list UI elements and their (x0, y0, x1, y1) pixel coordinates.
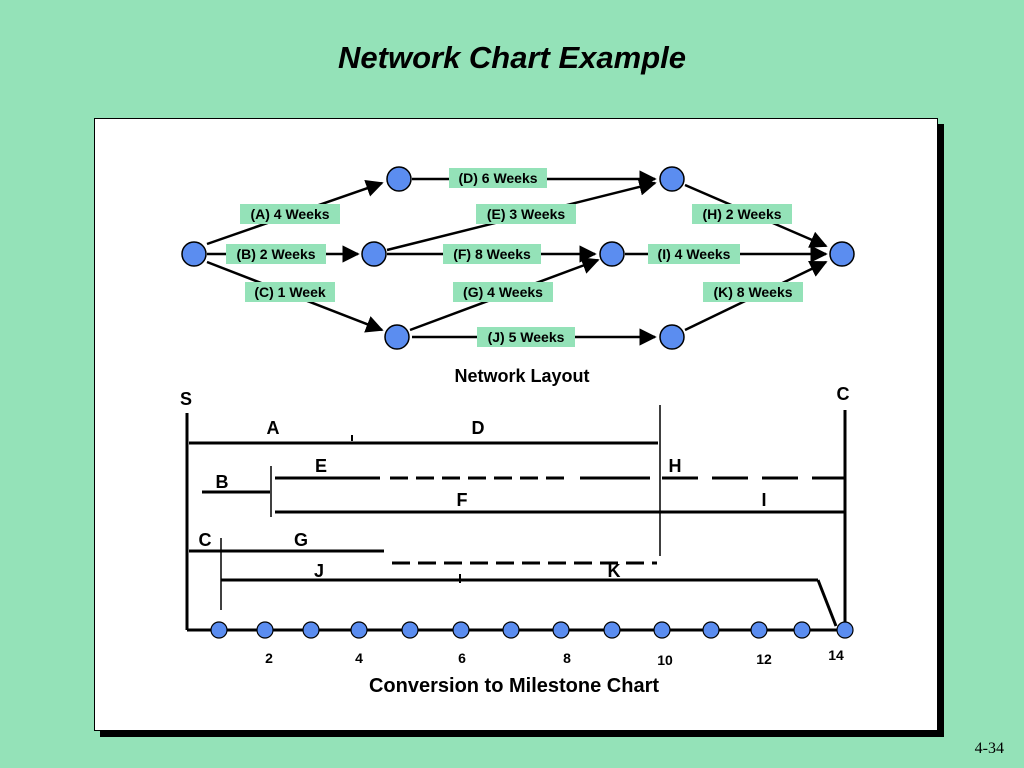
start-letter: S (180, 389, 192, 409)
label-i: (I) 4 Weeks (658, 246, 731, 262)
label-d: (D) 6 Weeks (458, 170, 537, 186)
node-after-j (659, 324, 685, 350)
bar-jk-end (816, 579, 838, 627)
node-after-c (384, 324, 410, 350)
label-bg-f (443, 244, 541, 264)
axis-tick-label: 14 (828, 647, 844, 663)
activity-labels: (D) 6 Weeks (A) 4 Weeks (E) 3 Weeks (H) … (226, 168, 803, 347)
bar-letter-i: I (761, 490, 766, 510)
node-after-fg (599, 241, 625, 267)
page-number: 4-34 (974, 740, 1004, 757)
label-bg-i (648, 244, 740, 264)
axis-tick-label: 2 (265, 650, 273, 666)
axis-tick-label: 12 (756, 651, 772, 667)
bar-letter-f: F (457, 490, 468, 510)
milestone-node (302, 621, 320, 639)
axis-tick-labels: 2 4 6 8 10 12 14 (265, 647, 844, 668)
node-after-b (361, 241, 387, 267)
milestone-node (350, 621, 368, 639)
label-c: (C) 1 Week (254, 284, 326, 300)
axis-tick-label: 6 (458, 650, 466, 666)
label-h: (H) 2 Weeks (702, 206, 781, 222)
axis-tick-label: 8 (563, 650, 571, 666)
bar-letter-h: H (669, 456, 682, 476)
milestone-node (502, 621, 520, 639)
bar-letter-e: E (315, 456, 327, 476)
label-bg-c (245, 282, 335, 302)
label-bg-j (477, 327, 575, 347)
milestone-node (793, 621, 811, 639)
milestone-node (210, 621, 228, 639)
milestone-letters: S C A D E H B F I C G J K (180, 384, 850, 581)
milestone-node (603, 621, 621, 639)
label-bg-g (453, 282, 553, 302)
milestone-node (552, 621, 570, 639)
bar-letter-k: K (608, 561, 621, 581)
label-e: (E) 3 Weeks (487, 206, 566, 222)
slide-title: Network Chart Example (338, 40, 686, 75)
milestone-node (702, 621, 720, 639)
node-end (829, 241, 855, 267)
bar-letter-a: A (267, 418, 280, 438)
bar-letter-d: D (472, 418, 485, 438)
bar-letter-j: J (314, 561, 324, 581)
label-g: (G) 4 Weeks (463, 284, 543, 300)
label-k: (K) 8 Weeks (713, 284, 792, 300)
milestone-node (653, 621, 671, 639)
node-after-a (386, 166, 412, 192)
axis-tick-label: 4 (355, 650, 363, 666)
label-a: (A) 4 Weeks (250, 206, 329, 222)
end-letter: C (837, 384, 850, 404)
bar-letter-b: B (216, 472, 229, 492)
label-f: (F) 8 Weeks (453, 246, 531, 262)
milestone-node (256, 621, 274, 639)
label-bg-h (692, 204, 792, 224)
label-j: (J) 5 Weeks (488, 329, 565, 345)
network-caption: Network Layout (454, 366, 589, 386)
milestone-caption: Conversion to Milestone Chart (369, 675, 659, 697)
label-bg-e (476, 204, 576, 224)
milestone-node (452, 621, 470, 639)
label-bg-b (226, 244, 326, 264)
node-after-de (659, 166, 685, 192)
label-b: (B) 2 Weeks (236, 246, 315, 262)
label-bg-d (449, 168, 547, 188)
milestone-node (401, 621, 419, 639)
axis-tick-label: 10 (657, 652, 673, 668)
label-bg-a (240, 204, 340, 224)
bar-letter-g: G (294, 530, 308, 550)
bar-letter-c: C (199, 530, 212, 550)
milestone-node (750, 621, 768, 639)
label-bg-k (703, 282, 803, 302)
milestone-node (836, 621, 854, 639)
node-start (181, 241, 207, 267)
